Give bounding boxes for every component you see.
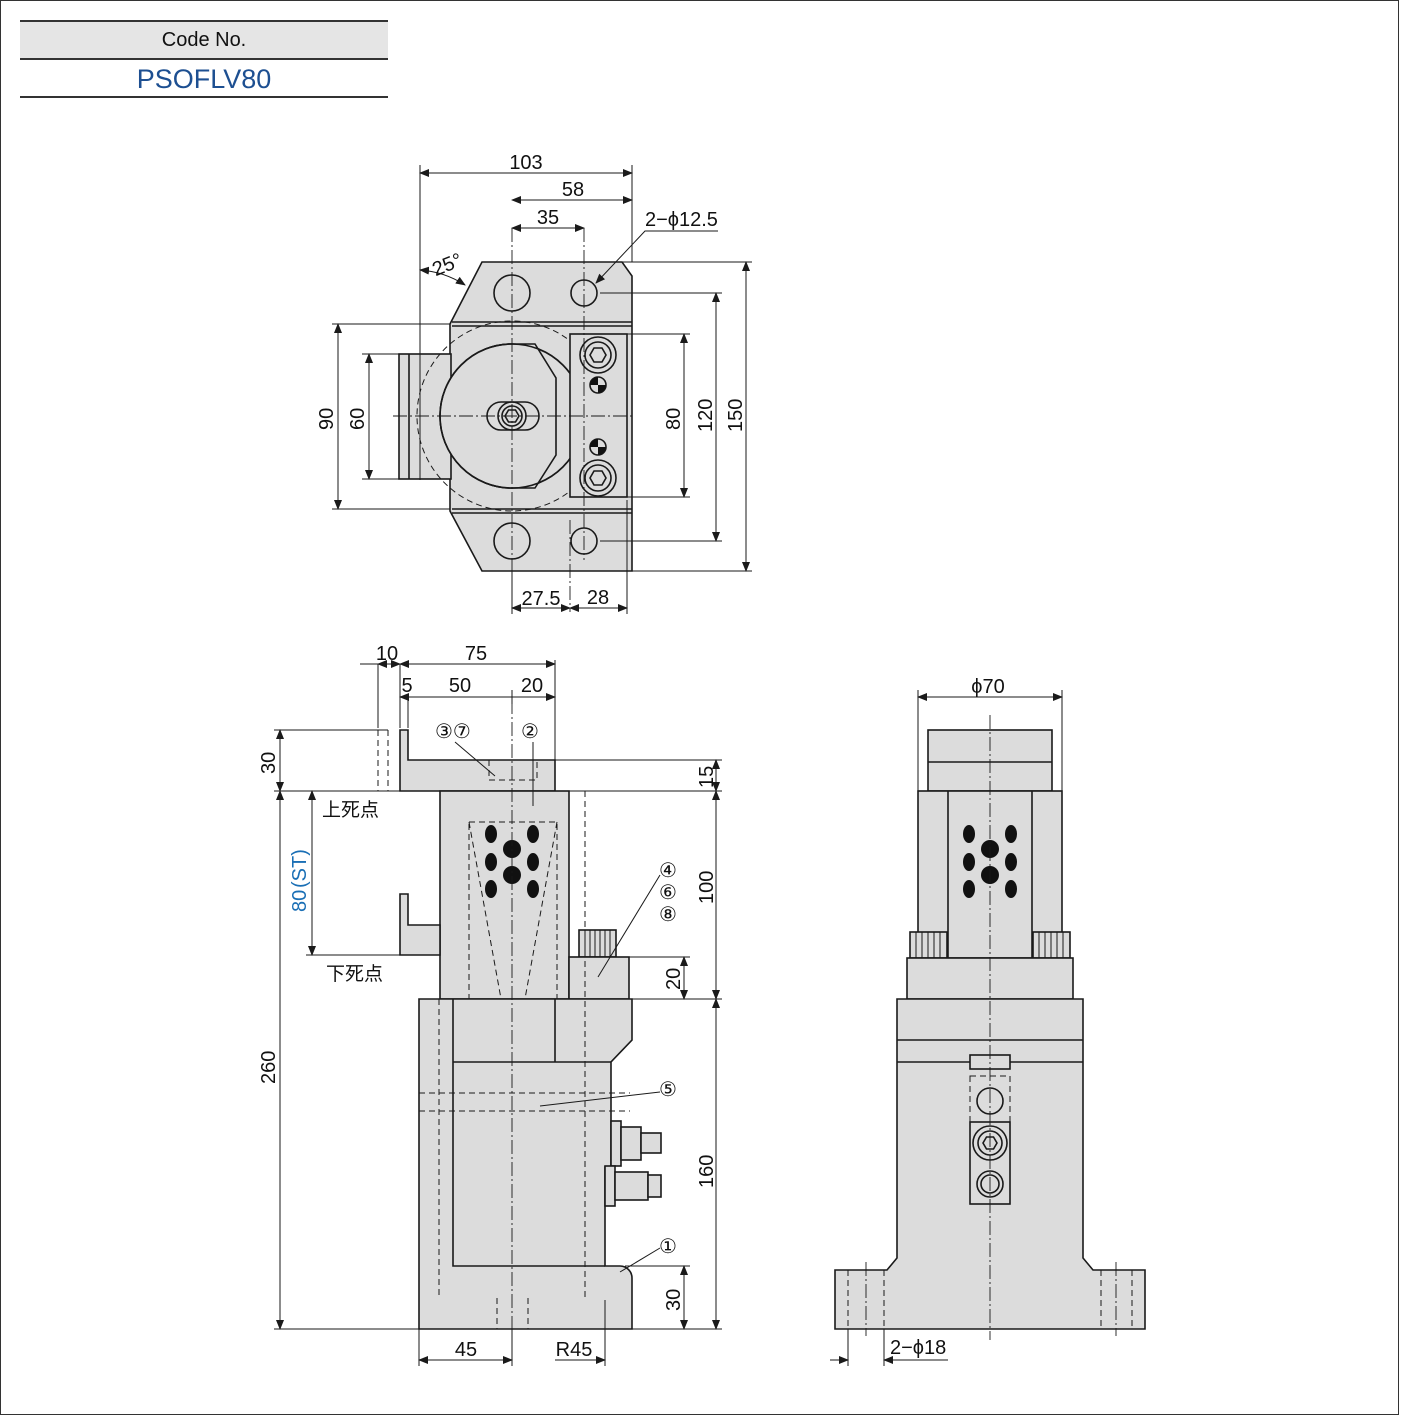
dim-top-120: 120	[695, 399, 717, 432]
dim-top-27-5: 27.5	[522, 588, 561, 610]
top-view: 103 58 35 2−ϕ12.5 25° 90 60 80 120 15	[316, 152, 752, 614]
code-label: Code No.	[20, 20, 388, 60]
dim-front-stroke: 80	[289, 890, 311, 912]
code-number-box: Code No. PSOFLV80	[20, 20, 388, 98]
dim-front-45: 45	[455, 1339, 477, 1361]
dim-side-diameter: ϕ70	[971, 676, 1004, 698]
front-body	[418, 998, 633, 1330]
dim-front-75: 75	[465, 643, 487, 665]
dim-front-20-mid: 20	[663, 968, 685, 990]
dim-front-5: 5	[401, 675, 412, 697]
callout-5: ⑤	[659, 1079, 677, 1101]
dim-top-90: 90	[316, 408, 338, 430]
dim-front-10: 10	[376, 643, 398, 665]
dim-top-35: 35	[537, 207, 559, 229]
dim-top-angle: 25°	[429, 249, 465, 281]
dim-top-80: 80	[663, 408, 685, 430]
side-view: ϕ70 2−ϕ18	[830, 676, 1146, 1366]
dim-front-50: 50	[449, 675, 471, 697]
dim-front-15: 15	[696, 766, 718, 788]
dim-front-160: 160	[696, 1155, 718, 1188]
dim-top-150: 150	[725, 399, 747, 432]
dim-front-30-bottom: 30	[663, 1289, 685, 1311]
label-bottom-dead-center: 下死点	[326, 963, 383, 985]
callout-2: ②	[521, 721, 539, 743]
dim-front-20-top: 20	[521, 675, 543, 697]
front-view: 10 75 5 50 20 30 260 80 (ST) 上死点 下死点 15 …	[258, 643, 722, 1366]
dim-front-r45: R45	[556, 1339, 593, 1361]
dim-top-holes: 2−ϕ12.5	[645, 209, 718, 231]
code-value: PSOFLV80	[20, 60, 388, 98]
dim-top-103: 103	[509, 152, 542, 174]
dim-front-stroke-suffix: (ST)	[289, 849, 311, 888]
dim-front-260: 260	[258, 1051, 280, 1084]
callout-3-7: ③⑦	[435, 721, 471, 743]
dim-top-60: 60	[347, 408, 369, 430]
top-bolt-block	[569, 333, 628, 498]
callout-1: ①	[659, 1236, 677, 1258]
dim-front-100: 100	[696, 871, 718, 904]
callout-8: ⑧	[659, 904, 677, 926]
dim-side-holes: 2−ϕ18	[890, 1337, 946, 1359]
dim-top-58: 58	[562, 179, 584, 201]
label-top-dead-center: 上死点	[322, 799, 379, 821]
callout-6: ⑥	[659, 882, 677, 904]
dim-top-28: 28	[587, 587, 609, 609]
callout-4: ④	[659, 860, 677, 882]
front-column	[439, 790, 570, 1000]
dim-front-30-top: 30	[258, 752, 280, 774]
